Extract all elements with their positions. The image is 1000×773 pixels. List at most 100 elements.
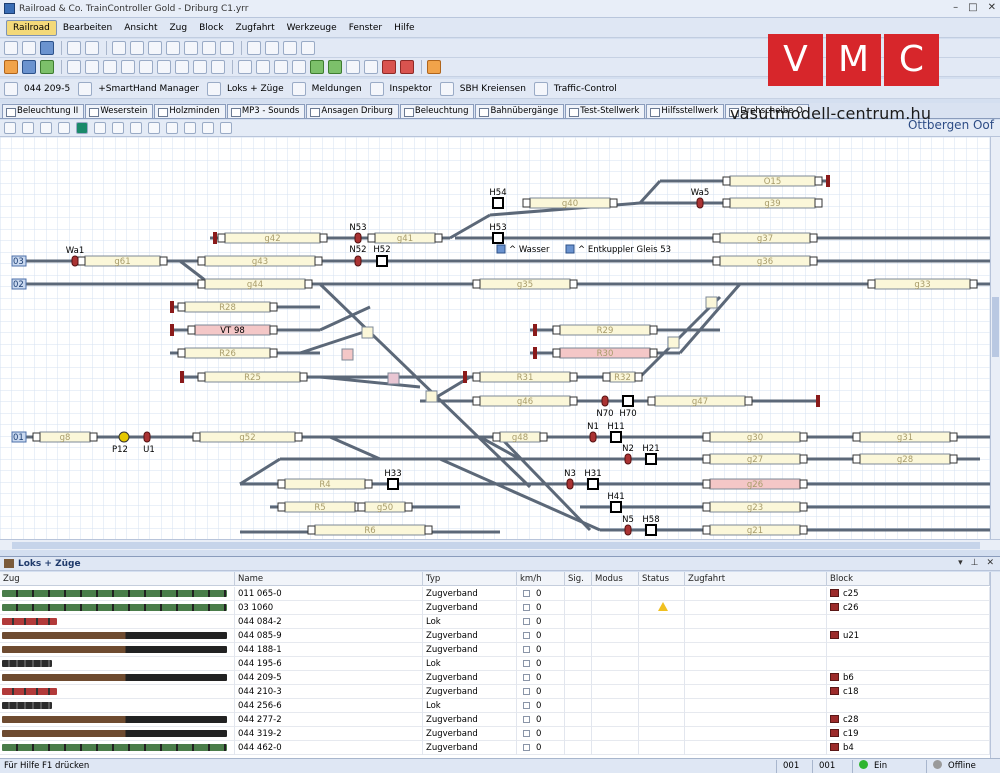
block-label[interactable]: g50 (377, 503, 393, 513)
col-zug[interactable]: Zug (0, 572, 235, 586)
block-end-icon[interactable] (472, 396, 481, 406)
emergency-stop-icon[interactable] (4, 60, 18, 74)
signal-U1[interactable] (143, 431, 151, 443)
col-name[interactable]: Name (235, 572, 423, 586)
menu-railroad[interactable]: Railroad (6, 19, 57, 36)
block-end-icon[interactable] (197, 279, 206, 289)
block-label[interactable]: g43 (252, 257, 268, 267)
menu-zugfahrt[interactable]: Zugfahrt (235, 22, 275, 33)
checkbox-icon[interactable] (523, 716, 530, 723)
signal-N1[interactable] (589, 431, 597, 443)
block-label[interactable]: R26 (219, 349, 236, 359)
block-end-icon[interactable] (552, 348, 561, 358)
signal-H70[interactable] (622, 395, 634, 407)
window-icon[interactable] (193, 60, 207, 74)
switch-icon[interactable] (256, 60, 270, 74)
block-end-icon[interactable] (552, 325, 561, 335)
panel-menu-icon[interactable]: ▾ (958, 558, 963, 568)
block-end-icon[interactable] (472, 372, 481, 382)
current-loco-select[interactable]: 044 209-5 (24, 83, 71, 94)
zoom-icon[interactable] (283, 41, 297, 55)
col-block[interactable]: Block (827, 572, 990, 586)
block-icon[interactable] (148, 122, 160, 134)
block-end-icon[interactable] (569, 396, 578, 406)
block-end-icon[interactable] (702, 525, 711, 535)
canvas-horizontal-scrollbar[interactable] (0, 539, 1000, 550)
block-label[interactable]: g46 (517, 397, 533, 407)
block-end-icon[interactable] (722, 198, 731, 208)
block-end-icon[interactable] (357, 502, 366, 512)
route-icon[interactable] (364, 60, 378, 74)
block-end-icon[interactable] (569, 279, 578, 289)
signal-label[interactable]: N1 (587, 422, 599, 432)
sbh-kreiensen-button[interactable]: SBH Kreiensen (459, 83, 526, 94)
messages-button[interactable]: Meldungen (311, 83, 362, 94)
signal-H54[interactable] (492, 197, 504, 209)
traffic-control-button[interactable]: Traffic-Control (553, 83, 617, 94)
block-end-icon[interactable] (192, 432, 201, 442)
block-label[interactable]: g41 (397, 234, 413, 244)
tab-weserstein[interactable]: Weserstein (85, 104, 154, 118)
block-end-icon[interactable] (277, 502, 286, 512)
checkbox-icon[interactable] (523, 604, 530, 611)
block-label[interactable]: g39 (764, 199, 780, 209)
color-icon[interactable] (76, 122, 88, 134)
block-end-icon[interactable] (814, 198, 823, 208)
pointer-icon[interactable] (4, 122, 16, 134)
block-end-icon[interactable] (77, 256, 86, 266)
canvas-vertical-scrollbar[interactable] (990, 137, 1000, 539)
signal-label[interactable]: H54 (489, 188, 506, 198)
window-icon[interactable] (67, 60, 81, 74)
tab-drehscheibe[interactable]: Drehscheibe O (725, 104, 809, 118)
signal-label[interactable]: N70 (596, 409, 613, 419)
block-end-icon[interactable] (294, 432, 303, 442)
window-icon[interactable] (85, 60, 99, 74)
menu-bearbeiten[interactable]: Bearbeiten (62, 22, 113, 33)
block-label[interactable]: R28 (219, 303, 236, 313)
properties-icon[interactable] (220, 41, 234, 55)
block-label[interactable]: g21 (747, 526, 763, 536)
stop-icon[interactable] (400, 60, 414, 74)
block-end-icon[interactable] (314, 256, 323, 266)
block-end-icon[interactable] (852, 432, 861, 442)
signal-N5[interactable] (624, 524, 632, 536)
block-label[interactable]: R31 (517, 373, 534, 383)
checkbox-icon[interactable] (523, 632, 530, 639)
signal-label[interactable]: N53 (349, 223, 366, 233)
signal-label[interactable]: H11 (607, 422, 624, 432)
signal-N70[interactable] (601, 395, 609, 407)
checkbox-icon[interactable] (523, 674, 530, 681)
menu-werkzeuge[interactable]: Werkzeuge (286, 22, 337, 33)
checkbox-icon[interactable] (523, 702, 530, 709)
switch-icon[interactable] (274, 60, 288, 74)
block-label[interactable]: g26 (747, 480, 763, 490)
block-label[interactable]: R4 (319, 480, 330, 490)
signal-label[interactable]: Wa5 (691, 188, 709, 198)
block-end-icon[interactable] (744, 396, 753, 406)
block-end-icon[interactable] (304, 279, 313, 289)
window-icon[interactable] (157, 60, 171, 74)
switch-icon[interactable] (292, 60, 306, 74)
indicator-icon[interactable] (166, 122, 178, 134)
block-label[interactable]: g47 (692, 397, 708, 407)
open-folder-icon[interactable] (22, 41, 36, 55)
block-label[interactable]: g40 (562, 199, 578, 209)
block-end-icon[interactable] (702, 479, 711, 489)
toolbar-options-icon[interactable] (301, 41, 315, 55)
menu-block[interactable]: Block (199, 22, 224, 33)
signal-label[interactable]: H58 (642, 515, 659, 525)
menu-ansicht[interactable]: Ansicht (124, 22, 158, 33)
grid-icon[interactable] (202, 122, 214, 134)
block-end-icon[interactable] (722, 176, 731, 186)
tab-beleuchtung[interactable]: Beleuchtung (399, 104, 475, 118)
block-end-icon[interactable] (539, 432, 548, 442)
block-end-icon[interactable] (649, 325, 658, 335)
block-end-icon[interactable] (809, 256, 818, 266)
block-label[interactable]: g8 (60, 433, 71, 443)
eraser-icon[interactable] (58, 122, 70, 134)
tab-holzminden[interactable]: Holzminden (154, 104, 226, 118)
block-end-icon[interactable] (799, 454, 808, 464)
